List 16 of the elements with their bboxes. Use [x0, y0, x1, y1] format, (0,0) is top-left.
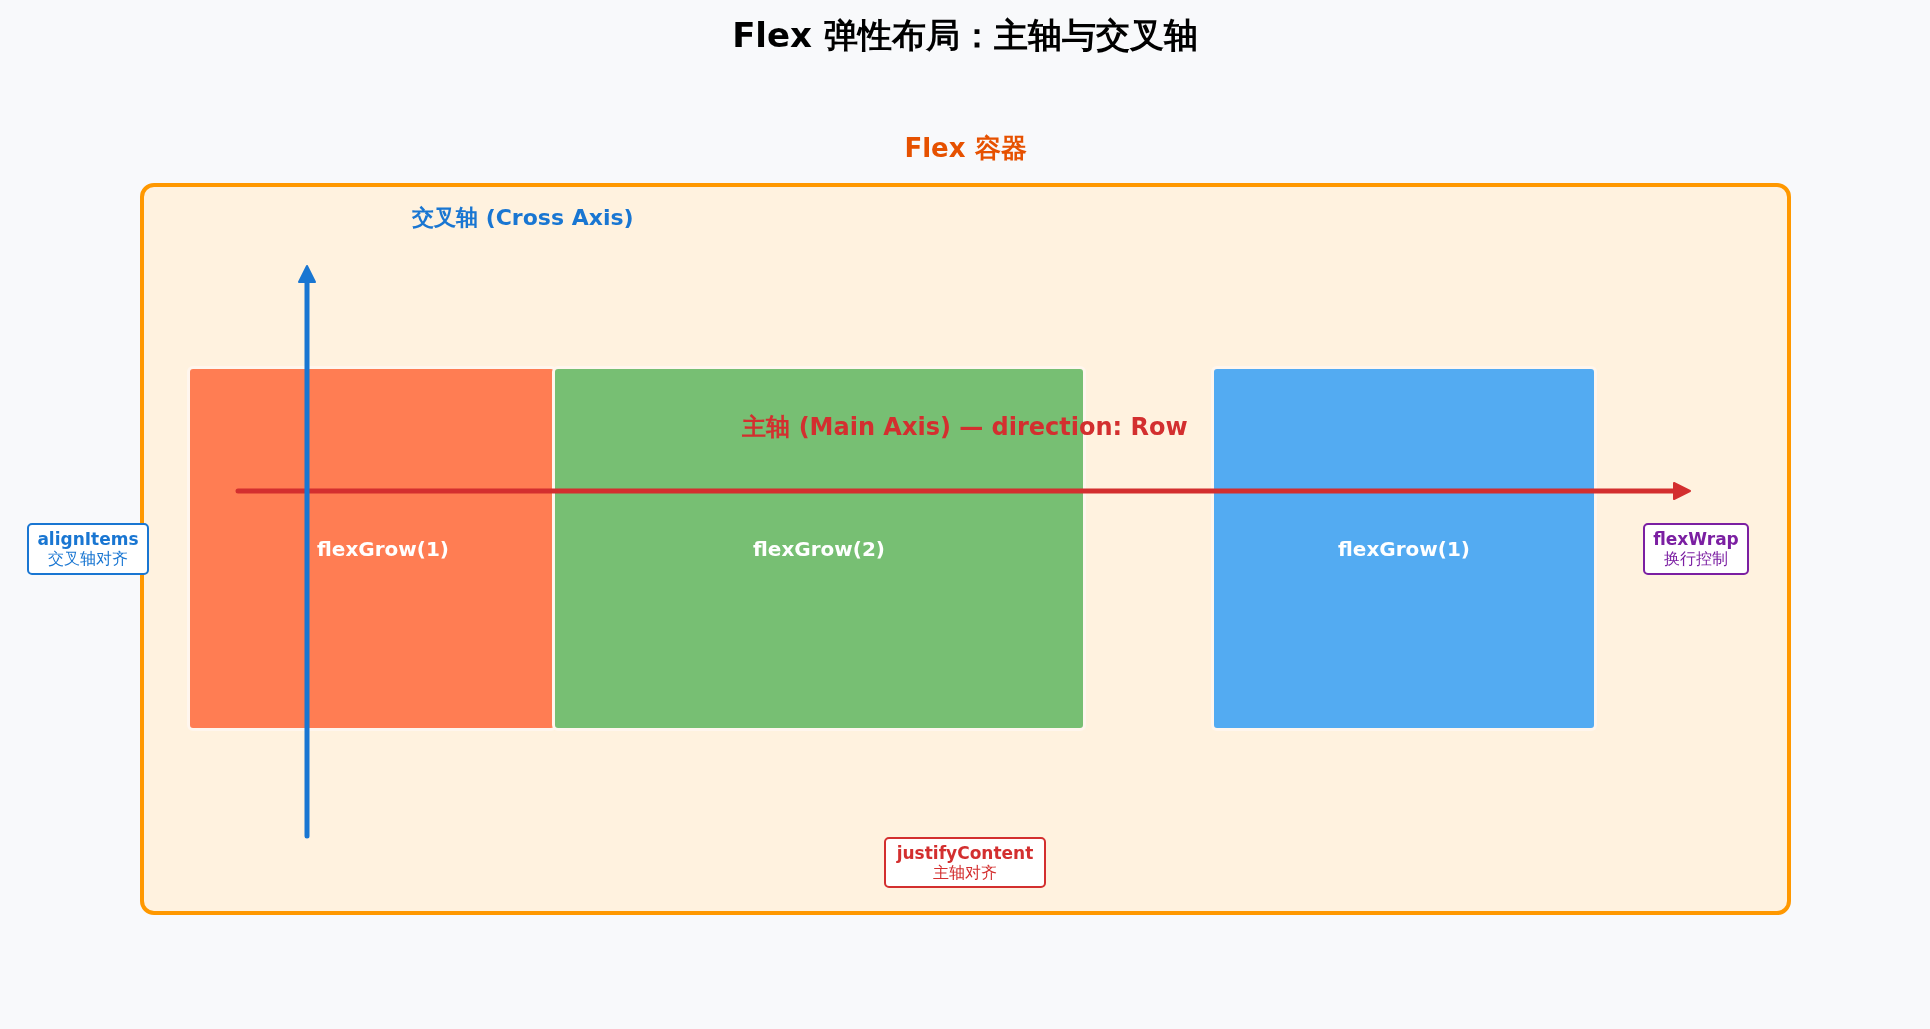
property-tag [27, 523, 149, 575]
diagram-title: Flex 弹性布局：主轴与交叉轴 [732, 14, 1198, 57]
property-name: alignItems [37, 529, 139, 549]
property-name: flexWrap [1653, 529, 1739, 549]
property-name: justifyContent [896, 842, 1034, 863]
property-description: 交叉轴对齐 [48, 549, 128, 569]
flex-item-box [1211, 366, 1597, 731]
property-tag [884, 837, 1046, 888]
property-tag [1643, 523, 1749, 575]
axis-label: 交叉轴 (Cross Axis) [412, 204, 634, 232]
property-description: 主轴对齐 [933, 862, 997, 883]
item-label: flexGrow(1) [1338, 535, 1470, 563]
item-label: flexGrow(2) [753, 535, 885, 563]
container-heading: Flex 容器 [904, 132, 1027, 165]
property-description: 换行控制 [1664, 549, 1728, 569]
item-label: flexGrow(1) [316, 535, 449, 563]
